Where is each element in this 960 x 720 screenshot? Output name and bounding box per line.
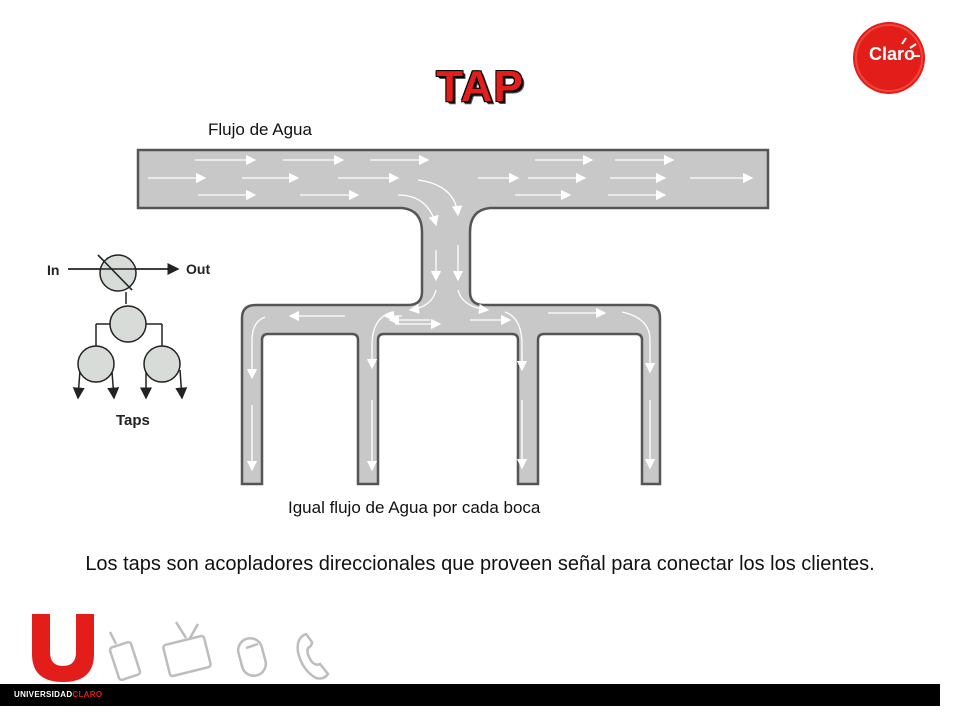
tap-circle-middle <box>109 305 147 343</box>
equal-flow-label: Igual flujo de Agua por cada boca <box>288 498 541 517</box>
out-label: Out <box>186 261 211 277</box>
logo-text: Claro <box>868 44 915 64</box>
mouse-icon <box>236 636 268 678</box>
flow-label: Flujo de Agua <box>208 120 312 139</box>
page-title: TAP <box>436 62 524 111</box>
footer-bar <box>0 684 940 706</box>
tap-circle-left <box>77 345 115 383</box>
footer-brand-name: CLARO <box>72 690 103 699</box>
in-label: In <box>47 262 60 278</box>
taps-label: Taps <box>116 412 150 429</box>
tv-icon <box>162 621 212 678</box>
university-u-logo <box>32 614 94 682</box>
footer-brand: UNIVERSIDADCLARO <box>14 690 102 699</box>
tap-circle-right <box>143 345 181 383</box>
description-text: Los taps son acopladores direccionales q… <box>85 553 875 575</box>
telephone-icon <box>296 632 330 680</box>
tap-circle-top <box>99 254 137 292</box>
footer-prefix: UNIVERSIDAD <box>14 690 73 699</box>
phone-icon <box>108 631 142 682</box>
claro-logo <box>853 22 925 94</box>
